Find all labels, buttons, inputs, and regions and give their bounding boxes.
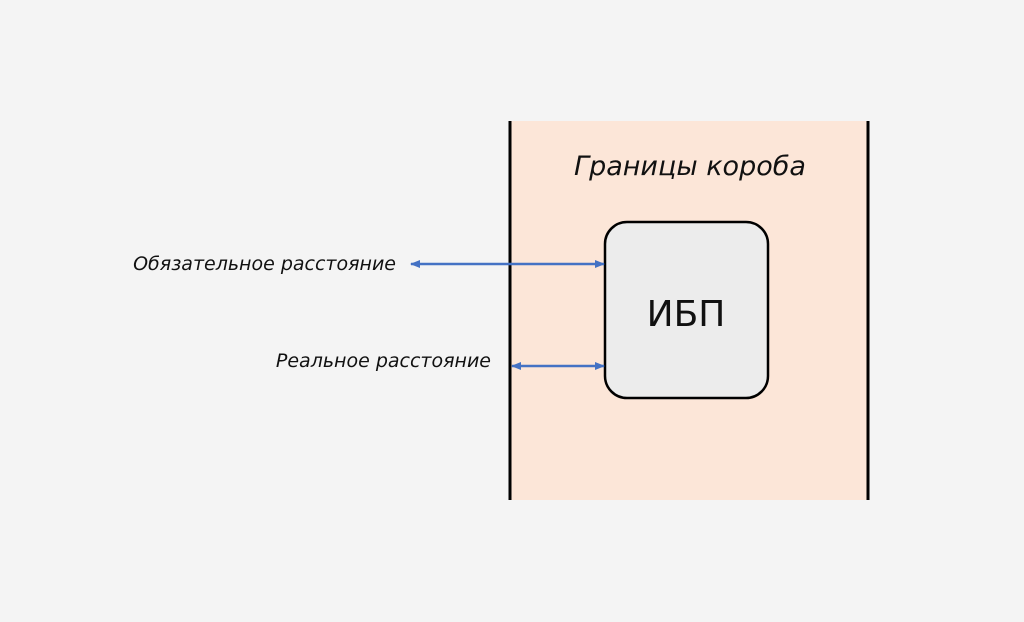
box-bounds-label: Границы короба	[574, 151, 806, 182]
actual-distance-label: Реальное расстояние	[276, 350, 491, 372]
ups-device	[603, 220, 770, 400]
ups-device-label: ИБП	[647, 294, 726, 335]
required-distance-label: Обязательное расстояние	[133, 253, 396, 275]
